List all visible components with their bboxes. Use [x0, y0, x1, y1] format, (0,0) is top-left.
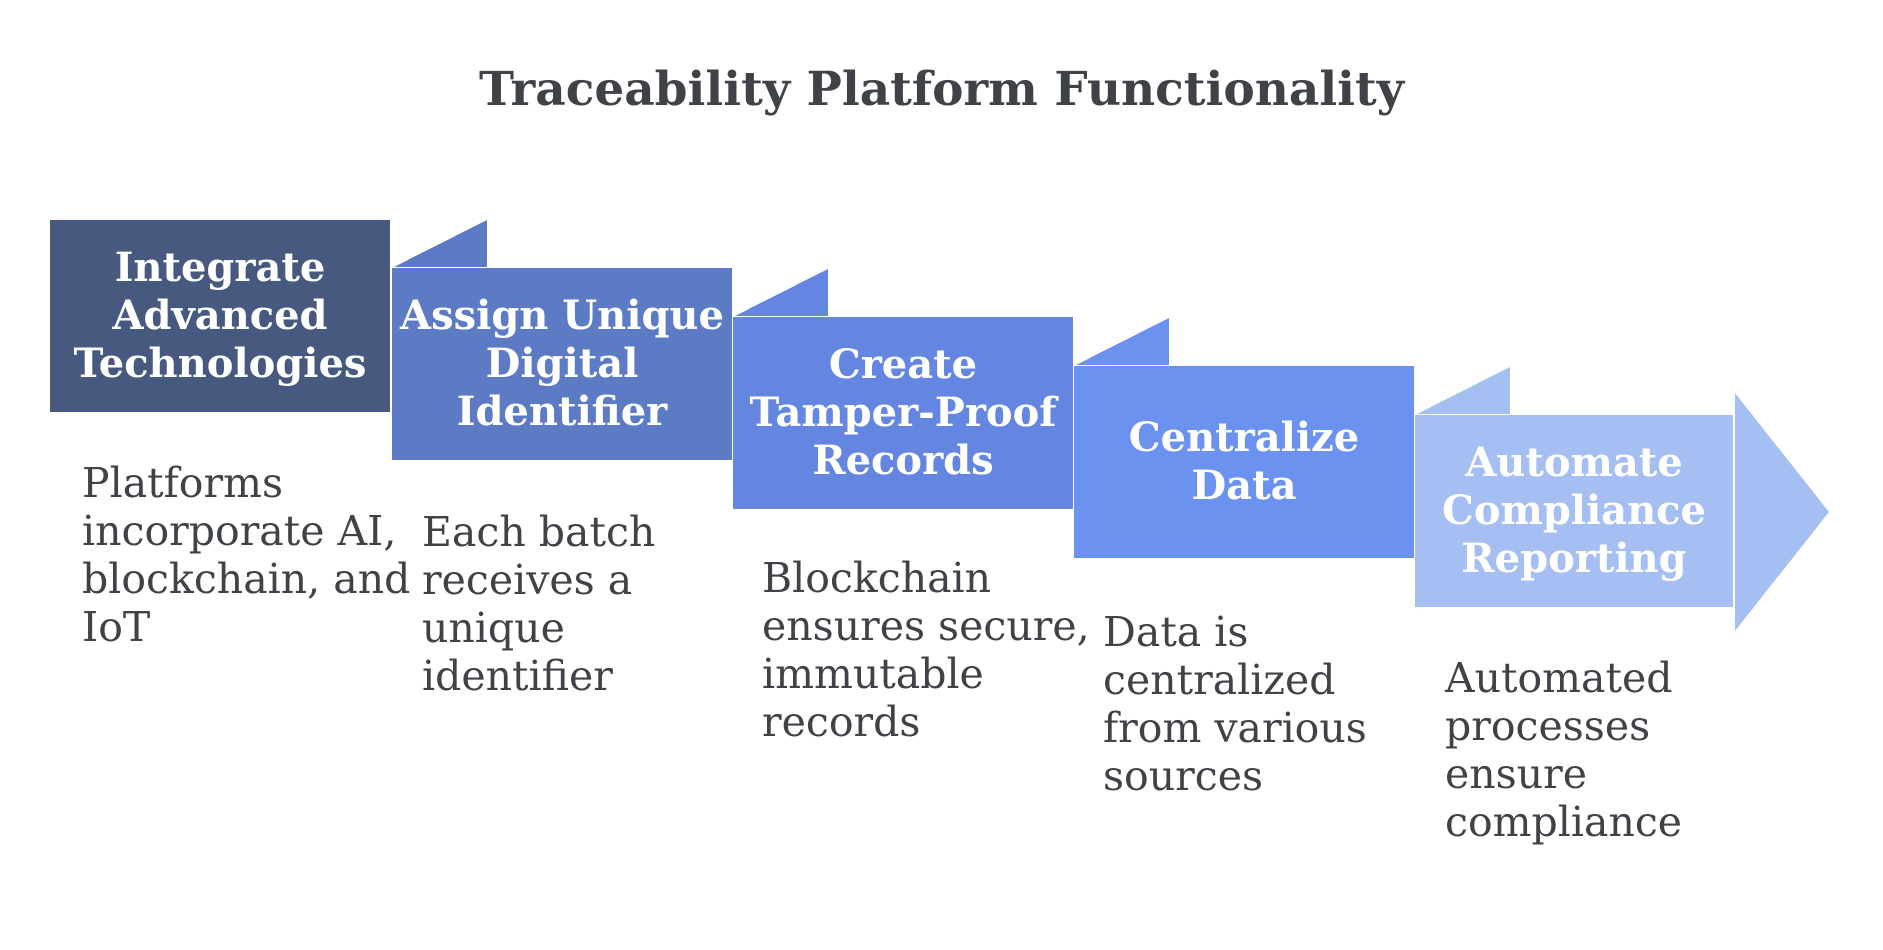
step-2-box: Assign Unique Digital Identifier: [392, 268, 732, 460]
step-1-description: Platforms incorporate AI, blockchain, an…: [82, 459, 411, 651]
step-3-box: Create Tamper-Proof Records: [733, 317, 1073, 509]
fold-corner-shape: [392, 219, 487, 267]
step-5-box: Automate Compliance Reporting: [1415, 415, 1733, 607]
arrow-head-shape: [1735, 393, 1829, 631]
fold-corner-shape: [1074, 317, 1169, 365]
step-4-box: Centralize Data: [1074, 366, 1414, 558]
fold-corner-shape: [733, 268, 828, 316]
step-5-description: Automated processes ensure compliance: [1445, 654, 1683, 846]
step-1-box: Integrate Advanced Technologies: [50, 220, 390, 412]
step-2-description: Each batch receives a unique identifier: [422, 508, 656, 700]
fold-corner-shape: [1415, 366, 1510, 414]
step-4-description: Data is centralized from various sources: [1103, 608, 1367, 800]
step-3-description: Blockchain ensures secure, immutable rec…: [762, 554, 1090, 746]
diagram-title: Traceability Platform Functionality: [478, 62, 1405, 117]
